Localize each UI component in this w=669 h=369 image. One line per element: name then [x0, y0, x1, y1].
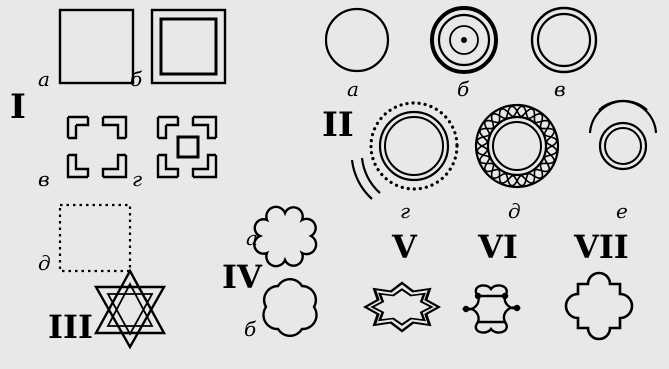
- label-I-d: г: [132, 167, 142, 191]
- IV-a-scalloped-rosette: [254, 207, 316, 266]
- label-I-a: а: [38, 67, 50, 91]
- V-eight-point-star-cartouche: [365, 283, 439, 331]
- VII-quatrefoil: [566, 273, 632, 339]
- label-II-e: д: [508, 199, 521, 223]
- numeral-II: II: [322, 105, 354, 145]
- I-d-notched-square-with-center: [158, 117, 216, 177]
- II-f-circle-with-top-arcs: [590, 101, 656, 169]
- numeral-I: I: [10, 87, 26, 127]
- I-c-notched-square: [68, 117, 126, 177]
- label-I-e: д: [38, 251, 51, 275]
- label-II-b: б: [457, 77, 470, 101]
- IV-b-scalloped-rosette: [263, 279, 316, 336]
- label-I-b: б: [130, 67, 143, 91]
- II-a-plain-circle: [326, 9, 388, 71]
- numeral-VII: VII: [573, 228, 629, 266]
- I-e-dotted-square: [60, 205, 130, 271]
- numeral-V: V: [391, 228, 418, 266]
- I-b-double-square: [152, 10, 225, 83]
- label-II-f: е: [616, 199, 628, 223]
- II-e-braided-ring: [476, 105, 558, 187]
- II-d-circle-dotted-ring: [352, 103, 457, 199]
- label-II-c: в: [554, 77, 566, 101]
- label-IV-b: б: [244, 317, 257, 341]
- label-IV-a: а: [246, 226, 258, 250]
- numeral-VI: VI: [477, 228, 518, 266]
- VI-lobed-cartouche-with-dots: [463, 285, 520, 332]
- II-b-concentric-circles: [432, 8, 496, 72]
- II-c-double-circle: [532, 8, 596, 72]
- label-II-a: а: [347, 77, 359, 101]
- label-I-c: в: [38, 167, 50, 191]
- I-a-plain-square: [60, 10, 133, 83]
- label-II-d: г: [400, 199, 410, 223]
- III-hexagram: [96, 271, 164, 347]
- numeral-III: III: [48, 308, 93, 346]
- numeral-IV: IV: [222, 258, 263, 296]
